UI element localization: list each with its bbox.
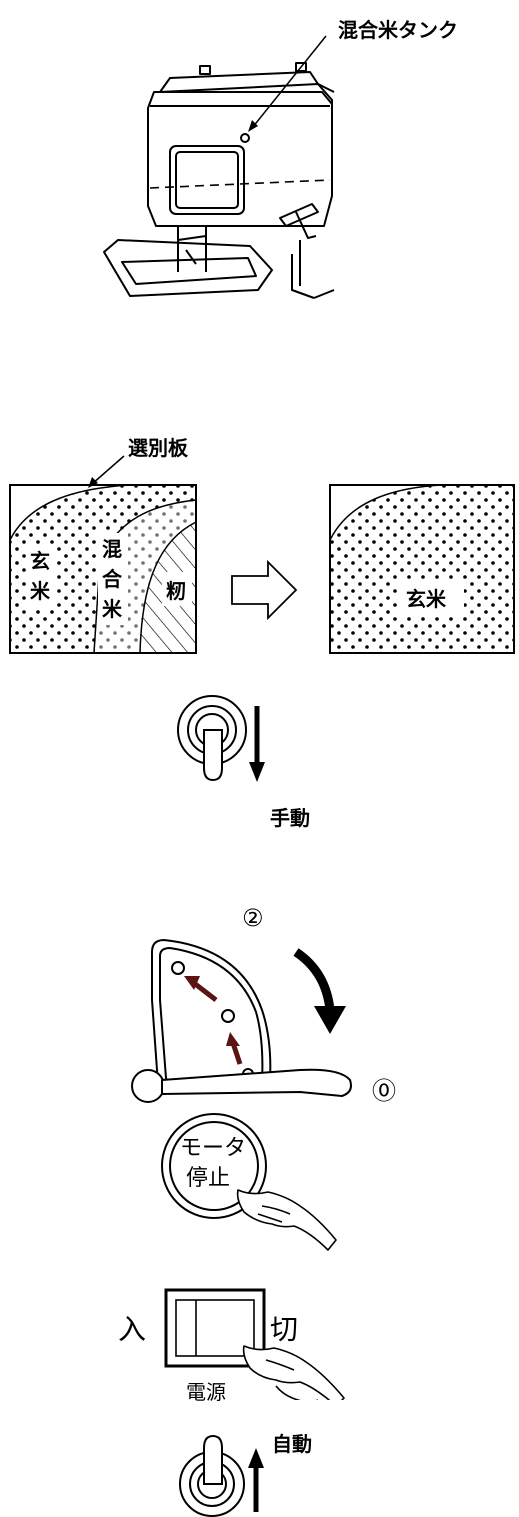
auto-label: 自動 — [272, 1432, 312, 1456]
brown-rice-label: 玄米 — [30, 549, 50, 603]
position-zero-label: ⓪ — [372, 1077, 396, 1105]
toggle-switch-down-icon — [177, 695, 265, 782]
power-label: 電源 — [186, 1380, 226, 1404]
machine-illustration — [103, 35, 335, 299]
motor-stop-button-illustration — [161, 1113, 337, 1251]
sorting-plate-illustration — [9, 455, 515, 654]
manual-label: 手動 — [270, 806, 310, 830]
pointing-hand-icon — [236, 1189, 337, 1251]
paddy-label: 籾 — [166, 579, 186, 603]
motor-stop-line2: 停止 — [186, 1166, 231, 1191]
switch-off-label: 切 — [270, 1313, 299, 1346]
mixed-rice-tank-label: 混合米タンク — [338, 18, 458, 42]
power-switch-illustration — [164, 1288, 345, 1400]
mixed-rice-label: 混合米 — [102, 537, 122, 621]
brown-rice-after-label: 玄米 — [406, 587, 446, 611]
lever-dial-illustration — [131, 939, 352, 1103]
switch-on-label: 入 — [118, 1313, 147, 1346]
sorting-plate-label: 選別板 — [128, 436, 188, 460]
motor-stop-line1: モータ — [180, 1136, 247, 1161]
position-two-label: ② — [242, 904, 264, 932]
pointing-hand-icon — [242, 1345, 345, 1400]
